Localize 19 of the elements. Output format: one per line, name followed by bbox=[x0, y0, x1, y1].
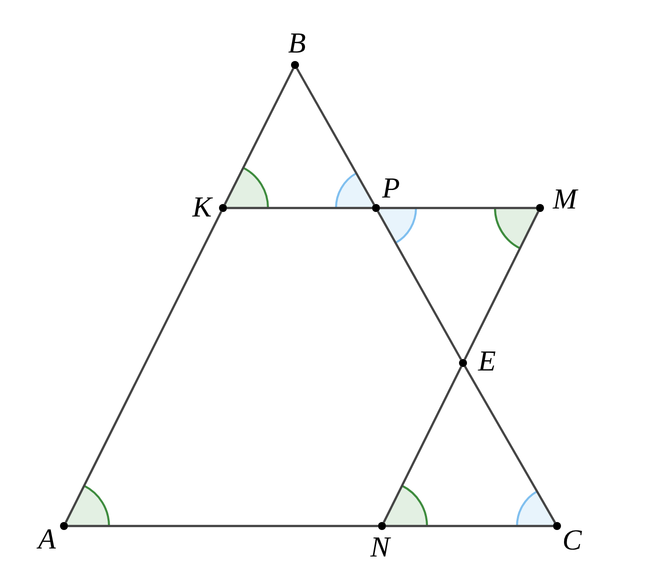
line-segment bbox=[224, 68, 294, 205]
point-label: M bbox=[552, 186, 578, 214]
line-segment bbox=[380, 206, 536, 210]
point-label: B bbox=[288, 30, 306, 58]
line-segment bbox=[464, 366, 556, 524]
point-label: E bbox=[478, 348, 496, 376]
point-label: A bbox=[38, 526, 56, 554]
point-label: P bbox=[382, 174, 400, 204]
point-label: N bbox=[370, 534, 390, 562]
point-label: C bbox=[562, 526, 582, 556]
line-segment bbox=[64, 211, 222, 523]
line-segment bbox=[227, 206, 372, 210]
line-segment bbox=[382, 366, 462, 523]
line-segment bbox=[464, 211, 540, 360]
point-label: K bbox=[192, 194, 212, 222]
line-segment bbox=[386, 524, 553, 528]
line-segment bbox=[68, 524, 378, 528]
line-segment bbox=[377, 210, 462, 360]
line-segment bbox=[296, 68, 375, 206]
